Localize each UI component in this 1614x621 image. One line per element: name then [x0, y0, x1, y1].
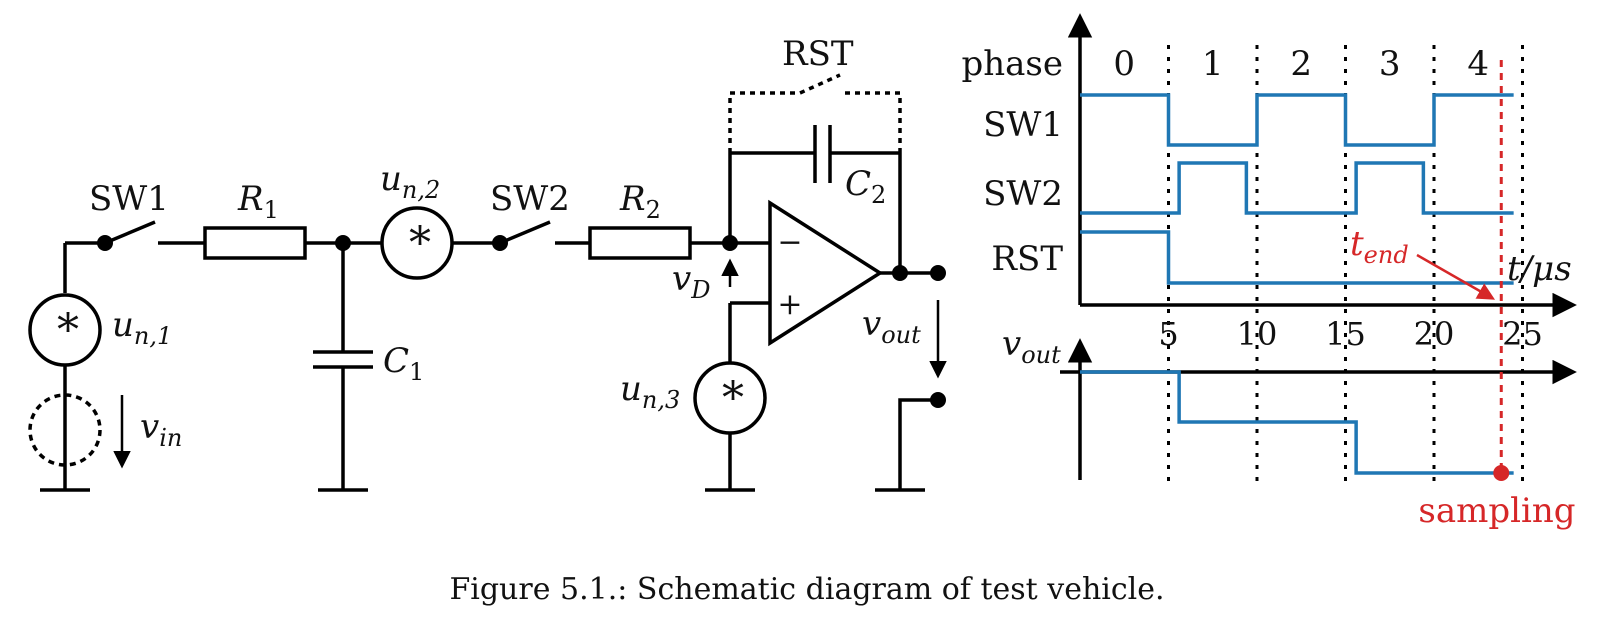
schematic-labels: * * * SW1 SW2 RST R1 R2 C1 C2 un,1 un,2 …	[57, 34, 921, 452]
rst-waveform	[1080, 230, 1514, 285]
time-tick-label: 10	[1237, 315, 1278, 353]
phase-label: 3	[1379, 44, 1401, 84]
t-end-label: tend	[1350, 224, 1409, 269]
sw1-label: SW1	[89, 179, 169, 219]
rst-switch-blade	[799, 73, 841, 95]
sw1-pivot-node	[97, 235, 113, 251]
output-return-wire	[898, 398, 938, 490]
un2-label: un,2	[380, 159, 440, 204]
resistor-r1	[203, 226, 307, 260]
r2-label: R2	[619, 179, 661, 224]
phase-labels: 0 1 2 3 4	[1113, 44, 1489, 84]
r1-label: R1	[237, 179, 279, 224]
input-source-vin-icon	[28, 393, 102, 467]
vin-label: vin	[140, 407, 182, 452]
opamp-minus-sign: −	[777, 225, 802, 260]
output-terminal	[930, 265, 946, 281]
time-tick-label: 15	[1325, 315, 1366, 353]
junction-node	[892, 265, 908, 281]
sw2-switch-blade	[499, 220, 551, 245]
figure-caption: Figure 5.1.: Schematic diagram of test v…	[449, 572, 1165, 607]
vout-axis-label: vout	[1002, 324, 1061, 369]
opamp-triangle	[768, 199, 884, 347]
sw1-waveform	[1080, 93, 1514, 147]
vout-label: vout	[862, 304, 921, 349]
time-tick-label: 25	[1502, 315, 1543, 353]
rst-label: RST	[782, 34, 854, 74]
sw2-pivot-node	[492, 235, 508, 251]
sw1-switch-blade	[104, 220, 156, 245]
un1-star-symbol: *	[57, 305, 79, 356]
c2-label: C2	[845, 164, 886, 209]
phase-label: 4	[1467, 44, 1489, 84]
phase-label: 2	[1290, 44, 1312, 84]
time-tick-label: 20	[1414, 315, 1455, 353]
rst-switch-wire	[728, 91, 800, 153]
timing-diagram: 5 10 15 20 25 0 1 2 3 4 phase SW1 SW2 RST t/μs v…	[961, 13, 1577, 531]
vout-waveform	[1080, 370, 1514, 475]
sw2-waveform	[1080, 161, 1514, 215]
junction-node	[722, 235, 738, 251]
opamp-plus-sign: +	[777, 287, 802, 322]
un3-star-symbol: *	[722, 373, 744, 424]
resistor-r2	[588, 226, 692, 260]
signal-label-rst: RST	[991, 239, 1063, 279]
schematic	[28, 73, 947, 492]
time-ticks: 5 10 15 20 25	[1158, 315, 1543, 353]
output-terminal	[930, 392, 946, 408]
schematic-nodes	[97, 235, 946, 408]
signal-label-sw2: SW2	[983, 174, 1063, 214]
phase-title: phase	[961, 44, 1063, 84]
signal-label-sw1: SW1	[983, 105, 1063, 145]
un2-star-symbol: *	[409, 218, 431, 269]
rst-switch-wire	[845, 91, 902, 153]
phase-label: 1	[1202, 44, 1224, 84]
un3-label: un,3	[620, 369, 680, 414]
vd-label: vD	[672, 259, 710, 304]
time-axis-label: t/μs	[1507, 249, 1572, 289]
time-tick-label: 5	[1158, 315, 1178, 353]
sampling-label: sampling	[1418, 491, 1575, 531]
sampling-point	[1493, 465, 1510, 481]
t-end-arrow	[1416, 253, 1496, 300]
phase-label: 0	[1113, 44, 1135, 84]
junction-node	[335, 235, 351, 251]
c1-label: C1	[383, 341, 424, 386]
un1-label: un,1	[112, 305, 172, 350]
sw2-label: SW2	[490, 179, 570, 219]
